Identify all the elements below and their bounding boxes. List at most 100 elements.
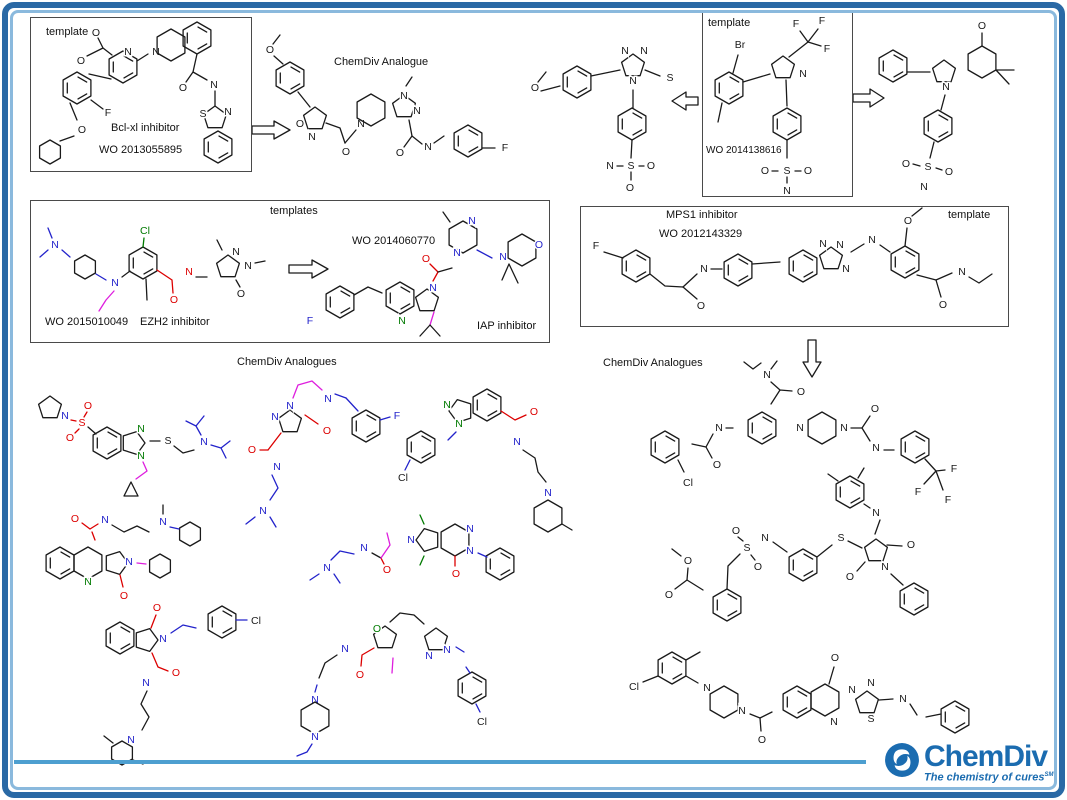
svg-text:O: O bbox=[761, 165, 769, 177]
svg-text:N: N bbox=[920, 181, 928, 193]
label-analogues-right: ChemDiv Analogues bbox=[603, 357, 703, 369]
svg-text:F: F bbox=[824, 43, 830, 55]
label-celecoxib-wo: WO 2014138616 bbox=[706, 145, 782, 156]
svg-text:O: O bbox=[647, 160, 655, 172]
svg-text:N: N bbox=[868, 234, 876, 246]
svg-text:N: N bbox=[715, 422, 723, 434]
svg-text:N: N bbox=[629, 75, 637, 87]
svg-text:S: S bbox=[743, 542, 750, 554]
footer-divider-line bbox=[14, 760, 866, 764]
svg-text:N: N bbox=[400, 90, 408, 102]
svg-text:S: S bbox=[783, 165, 790, 177]
svg-text:S: S bbox=[867, 713, 874, 725]
svg-text:O: O bbox=[535, 239, 543, 251]
svg-text:F: F bbox=[394, 410, 400, 422]
svg-text:O: O bbox=[356, 669, 364, 681]
svg-text:Cl: Cl bbox=[477, 716, 487, 728]
svg-text:N: N bbox=[443, 399, 451, 411]
svg-text:N: N bbox=[424, 141, 432, 153]
svg-text:N: N bbox=[159, 633, 167, 645]
arrow-left-1 bbox=[671, 91, 699, 111]
svg-text:N: N bbox=[259, 505, 267, 517]
svg-text:N: N bbox=[244, 260, 252, 272]
svg-text:O: O bbox=[871, 403, 879, 415]
logo-service-mark: SM bbox=[1044, 772, 1054, 778]
svg-text:O: O bbox=[804, 165, 812, 177]
svg-text:O: O bbox=[754, 561, 762, 573]
svg-text:N: N bbox=[799, 68, 807, 80]
svg-text:N: N bbox=[413, 105, 421, 117]
svg-text:O: O bbox=[266, 44, 274, 56]
svg-text:N: N bbox=[111, 277, 119, 289]
svg-text:N: N bbox=[840, 422, 848, 434]
label-bclxl-wo: WO 2013055895 bbox=[99, 144, 183, 156]
svg-text:N: N bbox=[311, 694, 319, 706]
structure-iap-template: F N N O NN N O bbox=[305, 211, 545, 337]
svg-text:F: F bbox=[502, 142, 508, 154]
svg-text:O: O bbox=[797, 386, 805, 398]
svg-text:N: N bbox=[499, 251, 507, 263]
svg-text:O: O bbox=[77, 55, 85, 67]
svg-text:N: N bbox=[466, 545, 474, 557]
svg-text:N: N bbox=[125, 556, 133, 568]
svg-text:N: N bbox=[830, 716, 838, 728]
svg-text:N: N bbox=[127, 734, 135, 746]
logo-brand-text: ChemDiv bbox=[924, 740, 1048, 773]
svg-text:O: O bbox=[902, 158, 910, 170]
svg-text:O: O bbox=[78, 124, 86, 136]
svg-text:N: N bbox=[544, 487, 552, 499]
svg-text:N: N bbox=[200, 436, 208, 448]
svg-text:O: O bbox=[396, 147, 404, 159]
structure-analogue-pyrroloquinolinone: O N N N N O bbox=[45, 504, 202, 603]
svg-text:N: N bbox=[101, 514, 109, 526]
svg-text:O: O bbox=[92, 27, 100, 39]
label-bclxl-name: Bcl-xl inhibitor bbox=[111, 122, 180, 134]
svg-text:S: S bbox=[627, 160, 634, 172]
structure-analogue-isoindolinone: O N Cl O N N bbox=[103, 600, 262, 766]
label-mps1-wo: WO 2012143329 bbox=[659, 228, 743, 240]
svg-text:S: S bbox=[164, 435, 171, 447]
chemdiv-logo-icon bbox=[884, 742, 920, 783]
svg-text:N: N bbox=[513, 436, 521, 448]
svg-text:N: N bbox=[783, 185, 791, 197]
svg-text:N: N bbox=[700, 263, 708, 275]
label-chemdiv-analogue: ChemDiv Analogue bbox=[334, 56, 429, 68]
chemdiv-logo: ChemDiv The chemistry of curesSM bbox=[884, 742, 1053, 784]
label-analogues-left: ChemDiv Analogues bbox=[237, 356, 337, 368]
svg-text:F: F bbox=[307, 315, 313, 327]
svg-text:O: O bbox=[732, 525, 740, 537]
svg-text:O: O bbox=[237, 288, 245, 300]
svg-text:N: N bbox=[341, 643, 349, 655]
svg-text:N: N bbox=[425, 650, 433, 662]
svg-text:N: N bbox=[872, 507, 880, 519]
svg-text:O: O bbox=[342, 146, 350, 158]
svg-text:Cl: Cl bbox=[251, 615, 261, 627]
svg-text:N: N bbox=[453, 247, 461, 259]
svg-text:N: N bbox=[308, 131, 316, 143]
label-iap-wo: WO 2014060770 bbox=[352, 235, 436, 247]
svg-text:O: O bbox=[945, 166, 953, 178]
svg-text:S: S bbox=[78, 417, 85, 429]
svg-text:O: O bbox=[665, 589, 673, 601]
svg-text:O: O bbox=[697, 300, 705, 312]
structure-analogue-pyrazolodiazepinone: NN N O F O N N bbox=[245, 380, 402, 528]
svg-text:N: N bbox=[357, 118, 365, 130]
svg-text:O: O bbox=[170, 294, 178, 306]
svg-text:O: O bbox=[452, 568, 460, 580]
svg-text:O: O bbox=[907, 539, 915, 551]
svg-text:N: N bbox=[466, 523, 474, 535]
svg-text:O: O bbox=[323, 425, 331, 437]
svg-text:Cl: Cl bbox=[140, 225, 150, 237]
svg-text:N: N bbox=[398, 315, 406, 327]
svg-text:O: O bbox=[846, 571, 854, 583]
svg-text:N: N bbox=[942, 81, 950, 93]
svg-text:N: N bbox=[137, 423, 145, 435]
svg-text:O: O bbox=[373, 623, 381, 635]
svg-text:O: O bbox=[684, 555, 692, 567]
label-ezh2-name: EZH2 inhibitor bbox=[140, 316, 210, 328]
